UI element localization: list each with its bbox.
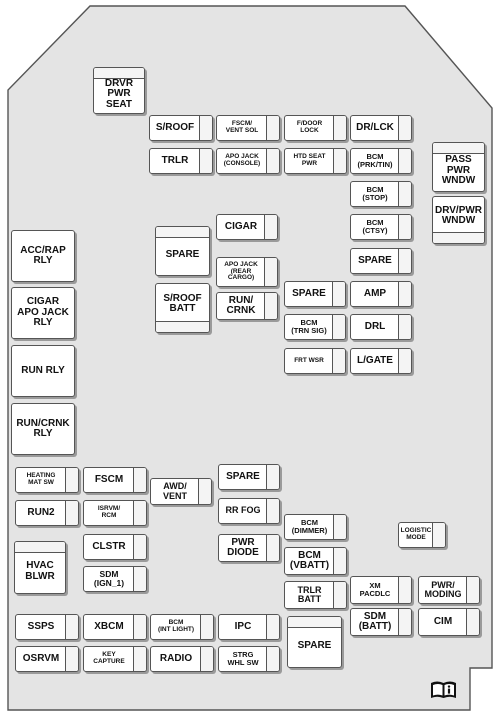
fuse-spare-center: SPARE bbox=[218, 464, 280, 490]
fuse-key-capture: KEY CAPTURE bbox=[83, 646, 147, 672]
fuse-f-door-lock: F/DOOR LOCK bbox=[284, 115, 347, 141]
relay-cigar-apo-jack: CIGAR APO JACK RLY bbox=[11, 287, 75, 339]
fuse-xm-pacdlc: XM PACDLC bbox=[350, 576, 412, 604]
fuse-amp: AMP bbox=[350, 281, 412, 307]
relay-hvac-blwr: HVAC BLWR bbox=[14, 541, 66, 594]
fuse-apo-jack-console: APO JACK (CONSOLE) bbox=[216, 148, 280, 174]
fuse-heating-mat-sw: HEATING MAT SW bbox=[15, 467, 79, 493]
fuse-radio: RADIO bbox=[150, 646, 214, 672]
book-info-icon bbox=[431, 681, 456, 698]
fuse-ipc: IPC bbox=[218, 614, 280, 640]
fuse-dr-lck: DR/LCK bbox=[350, 115, 412, 141]
fuse-spare-mid: SPARE bbox=[284, 281, 346, 307]
fuse-cim: CIM bbox=[418, 608, 480, 636]
fuse-run-crnk: RUN/ CRNK bbox=[216, 292, 278, 320]
relay-run: RUN RLY bbox=[11, 345, 75, 397]
fuse-bcm-vbatt: BCM (VBATT) bbox=[284, 547, 347, 575]
fuse-cigar: CIGAR bbox=[216, 214, 278, 240]
fuse-osrvm: OSRVM bbox=[15, 646, 79, 672]
fuse-drl: DRL bbox=[350, 314, 412, 340]
relay-acc-rap: ACC/RAP RLY bbox=[11, 230, 75, 282]
fuse-clstr: CLSTR bbox=[83, 534, 147, 560]
fuse-logistic-mode: LOGISTIC MODE bbox=[398, 522, 446, 548]
relay-drv-pwr-wndw: DRV/PWR WNDW bbox=[432, 196, 485, 244]
fuse-spare-right: SPARE bbox=[350, 248, 412, 274]
relay-pass-pwr-wndw: PASS PWR WNDW bbox=[432, 142, 485, 192]
fuse-htd-seat-pwr: HTD SEAT PWR bbox=[284, 148, 347, 174]
fuse-isrvm-rcm: ISRVM/ RCM bbox=[83, 500, 147, 526]
fuse-bcm-ctsy: BCM (CTSY) bbox=[350, 214, 412, 240]
fuse-spare-bottom: SPARE bbox=[287, 616, 342, 668]
fuse-l-gate: L/GATE bbox=[350, 348, 412, 374]
fuse-fscm: FSCM bbox=[83, 467, 147, 493]
fuse-s-roof-batt: S/ROOF BATT bbox=[155, 283, 210, 333]
fuse-rr-fog: RR FOG bbox=[218, 498, 280, 524]
fuse-drvr-pwr-seat: DRVR PWR SEAT bbox=[93, 67, 145, 114]
fuse-fscm-vent-sol: FSCM/ VENT SOL bbox=[216, 115, 280, 141]
fuse-ssps: SSPS bbox=[15, 614, 79, 640]
fuse-bcm-trn-sig: BCM (TRN SIG) bbox=[284, 314, 346, 340]
fuse-pwr-diode: PWR DIODE bbox=[218, 534, 280, 562]
relay-run-crnk: RUN/CRNK RLY bbox=[11, 403, 75, 455]
fuse-spare-left: SPARE bbox=[155, 226, 210, 276]
fuse-bcm-stop: BCM (STOP) bbox=[350, 181, 412, 207]
fuse-trlr-batt: TRLR BATT bbox=[284, 581, 347, 609]
fuse-bcm-dimmer: BCM (DIMMER) bbox=[284, 514, 347, 540]
fuse-run2: RUN2 bbox=[15, 500, 79, 526]
fuse-sdm-batt: SDM (BATT) bbox=[350, 608, 412, 636]
fuse-s-roof: S/ROOF bbox=[149, 115, 213, 141]
fuse-xbcm: XBCM bbox=[83, 614, 147, 640]
fuse-awd-vent: AWD/ VENT bbox=[150, 478, 212, 505]
fuse-bcm-prk-tin: BCM (PRK/TIN) bbox=[350, 148, 412, 174]
fuse-bcm-int-light: BCM (INT LIGHT) bbox=[150, 614, 214, 640]
fuse-sdm-ign1: SDM (IGN_1) bbox=[83, 566, 147, 592]
fuse-apo-jack-rear-cargo: APO JACK (REAR CARGO) bbox=[216, 257, 278, 287]
fuse-trlr: TRLR bbox=[149, 148, 213, 174]
fuse-frt-wsr: FRT WSR bbox=[284, 348, 346, 374]
fuse-pwr-moding: PWR/ MODING bbox=[418, 576, 480, 604]
fuse-strg-whl-sw: STRG WHL SW bbox=[218, 646, 280, 672]
